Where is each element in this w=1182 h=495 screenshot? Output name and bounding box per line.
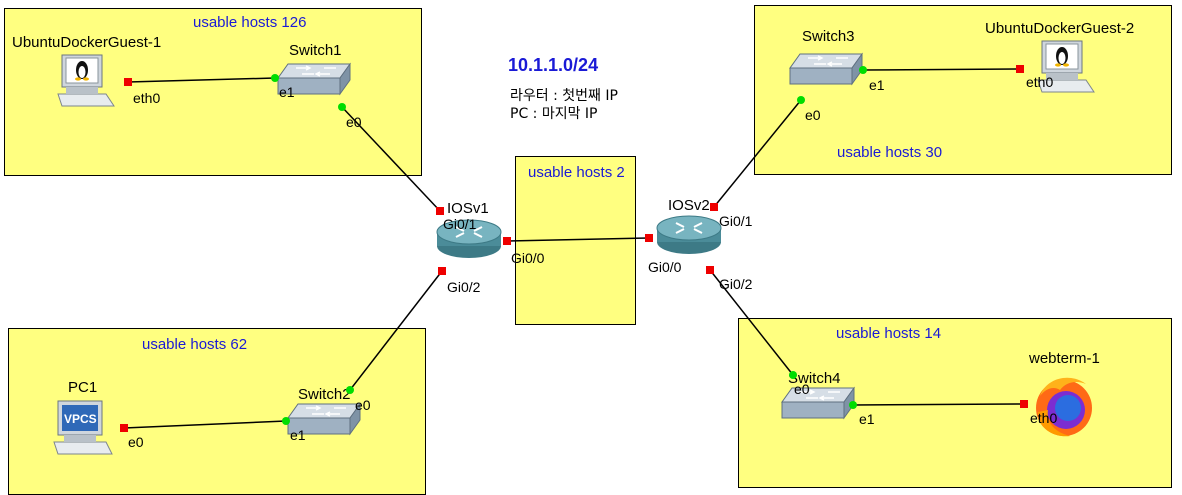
link-pc1-switch2 (123, 420, 287, 429)
port-label-sw3-e0: e0 (805, 107, 821, 123)
link-iosv2-switch4 (709, 269, 794, 376)
switch-icon[interactable] (286, 402, 362, 440)
link-ubuntu1-switch1 (127, 77, 276, 83)
zone-label-top-left: usable hosts 126 (193, 14, 307, 31)
port-sw2-e0 (346, 386, 354, 394)
node-name-switch1: Switch1 (289, 42, 342, 59)
vpcs-icon[interactable] (52, 400, 114, 458)
port-label-iosv1-gi01: Gi0/1 (443, 216, 477, 232)
port-ubuntu2-eth0 (1016, 65, 1024, 73)
port-label-webterm-eth0: eth0 (1030, 410, 1058, 426)
switch-icon[interactable] (780, 386, 856, 424)
node-name-ubuntu2: UbuntuDockerGuest-2 (985, 20, 1135, 37)
zone-label-top-right: usable hosts 30 (837, 144, 943, 161)
link-iosv1-switch2 (349, 270, 443, 391)
zone-top-right (754, 5, 1172, 175)
port-label-iosv1-gi00: Gi0/0 (511, 250, 545, 266)
switch-icon[interactable] (276, 62, 352, 100)
link-switch4-webterm (852, 403, 1025, 406)
link-switch3-ubuntu2 (862, 68, 1021, 71)
node-name-iosv2: IOSv2 (668, 197, 710, 214)
port-sw3-e0 (797, 96, 805, 104)
node-name-pc1: PC1 (68, 379, 98, 396)
port-iosv2-gi02 (706, 266, 714, 274)
port-sw1-e0 (338, 103, 346, 111)
port-iosv1-gi01 (436, 207, 444, 215)
node-name-ubuntu1: UbuntuDockerGuest-1 (12, 34, 162, 51)
port-iosv2-gi00 (645, 234, 653, 242)
zone-label-bottom-right: usable hosts 14 (836, 325, 942, 342)
switch-icon[interactable] (788, 52, 864, 90)
port-sw2-e1 (282, 417, 290, 425)
port-iosv1-gi02 (438, 267, 446, 275)
vpcs-badge: VPCS (64, 412, 97, 426)
zone-label-middle: usable hosts 2 (528, 164, 625, 181)
port-label-iosv2-gi00: Gi0/0 (648, 259, 682, 275)
port-label-sw3-e1: e1 (869, 77, 885, 93)
port-label-sw2-e1: e1 (290, 427, 306, 443)
node-name-switch2: Switch2 (298, 386, 351, 403)
node-name-webterm: webterm-1 (1029, 350, 1100, 367)
port-label-sw1-e1: e1 (279, 84, 295, 100)
linux-computer-icon[interactable] (56, 54, 116, 110)
note-pc: PC : 마지막 IP (510, 106, 598, 122)
zone-label-bottom-left: usable hosts 62 (142, 336, 248, 353)
port-label-iosv2-gi01: Gi0/1 (719, 213, 753, 229)
port-webterm-eth0 (1020, 400, 1028, 408)
port-label-pc1-e0: e0 (128, 434, 144, 450)
router-icon[interactable] (432, 216, 508, 262)
port-pc1-e0 (120, 424, 128, 432)
node-name-switch4: Switch4 (788, 370, 841, 387)
port-label-ubuntu2-eth0: eth0 (1026, 74, 1054, 90)
port-label-iosv1-gi02: Gi0/2 (447, 279, 481, 295)
port-sw4-e0 (789, 371, 797, 379)
port-label-sw1-e0: e0 (346, 114, 362, 130)
port-label-ubuntu1-eth0: eth0 (133, 90, 161, 106)
node-name-switch3: Switch3 (802, 28, 855, 45)
link-iosv2-switch3 (713, 99, 802, 208)
link-switch1-iosv1 (341, 106, 441, 212)
port-sw1-e1 (271, 74, 279, 82)
port-label-sw2-e0: e0 (355, 397, 371, 413)
linux-computer-icon[interactable] (1036, 40, 1096, 96)
port-ubuntu1-eth0 (124, 78, 132, 86)
port-iosv2-gi01 (710, 203, 718, 211)
firefox-icon[interactable] (1030, 372, 1100, 440)
port-label-sw4-e0: e0 (794, 381, 810, 397)
port-sw4-e1 (849, 401, 857, 409)
subnet-label: 10.1.1.0/24 (508, 55, 599, 75)
port-label-iosv2-gi02: Gi0/2 (719, 276, 753, 292)
router-icon[interactable] (652, 212, 728, 258)
node-name-iosv1: IOSv1 (447, 200, 489, 217)
port-sw3-e1 (859, 66, 867, 74)
note-router: 라우터 : 첫번째 IP (510, 88, 618, 104)
port-iosv1-gi00 (503, 237, 511, 245)
port-label-sw4-e1: e1 (859, 411, 875, 427)
link-iosv1-iosv2 (505, 237, 650, 242)
